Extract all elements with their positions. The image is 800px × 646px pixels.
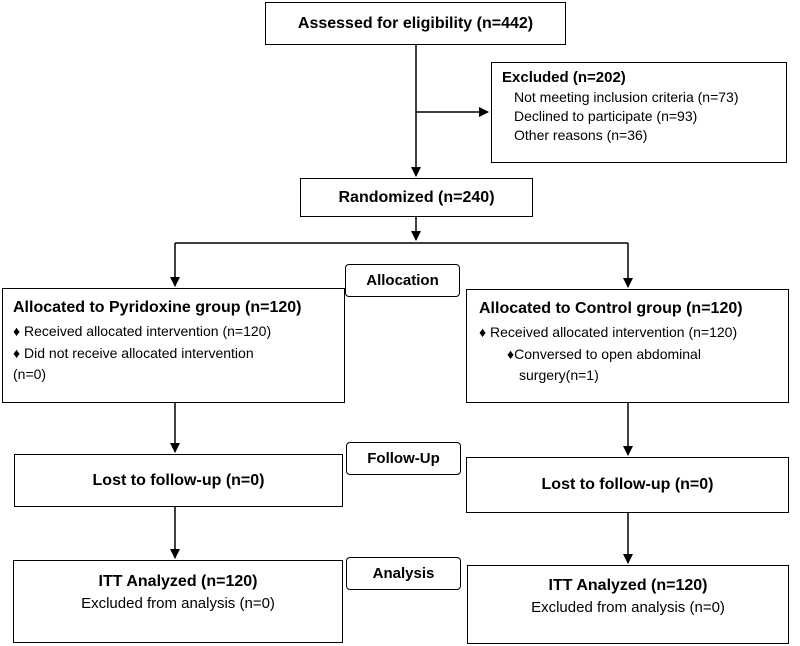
left-lost-text: Lost to follow-up (n=0) bbox=[92, 471, 265, 489]
assessed-box: Assessed for eligibility (n=442) bbox=[265, 2, 566, 45]
right-converted: ♦Conversed to open abdominal bbox=[507, 346, 701, 362]
left-allocated-title: Allocated to Pyridoxine group (n=120) bbox=[13, 299, 302, 316]
left-not-received-n: (n=0) bbox=[13, 366, 47, 382]
left-not-received: ♦ Did not receive allocated intervention bbox=[13, 345, 254, 361]
stage-label-allocation: Allocation bbox=[345, 264, 460, 297]
right-itt-excluded: Excluded from analysis (n=0) bbox=[531, 599, 725, 616]
randomized-text: Randomized (n=240) bbox=[338, 188, 495, 206]
left-allocation-box: Allocated to Pyridoxine group (n=120) ♦ … bbox=[2, 288, 345, 403]
left-lost-box: Lost to follow-up (n=0) bbox=[14, 454, 343, 507]
excluded-item-inclusion: Not meeting inclusion criteria (n=73) bbox=[514, 89, 739, 105]
stage-label-followup: Follow-Up bbox=[346, 442, 461, 475]
excluded-item-other: Other reasons (n=36) bbox=[514, 127, 648, 143]
randomized-box: Randomized (n=240) bbox=[300, 178, 533, 217]
stage-label-analysis: Analysis bbox=[346, 557, 461, 590]
assessed-text: Assessed for eligibility (n=442) bbox=[297, 14, 534, 32]
right-lost-box: Lost to follow-up (n=0) bbox=[466, 457, 789, 513]
left-itt-box: ITT Analyzed (n=120) Excluded from analy… bbox=[13, 560, 343, 643]
left-itt-excluded: Excluded from analysis (n=0) bbox=[81, 595, 275, 612]
right-converted-2: surgery(n=1) bbox=[519, 367, 599, 383]
excluded-item-declined: Declined to participate (n=93) bbox=[514, 108, 698, 124]
right-received: ♦ Received allocated intervention (n=120… bbox=[479, 324, 738, 340]
right-allocation-box: Allocated to Control group (n=120) ♦ Rec… bbox=[466, 289, 789, 403]
right-allocated-title: Allocated to Control group (n=120) bbox=[479, 300, 743, 317]
right-itt-title: ITT Analyzed (n=120) bbox=[548, 577, 708, 594]
left-received: ♦ Received allocated intervention (n=120… bbox=[13, 323, 272, 339]
right-lost-text: Lost to follow-up (n=0) bbox=[541, 476, 714, 493]
left-itt-title: ITT Analyzed (n=120) bbox=[98, 573, 258, 590]
excluded-box: Excluded (n=202) Not meeting inclusion c… bbox=[491, 62, 787, 163]
right-itt-box: ITT Analyzed (n=120) Excluded from analy… bbox=[467, 565, 789, 644]
excluded-title: Excluded (n=202) bbox=[502, 69, 626, 86]
